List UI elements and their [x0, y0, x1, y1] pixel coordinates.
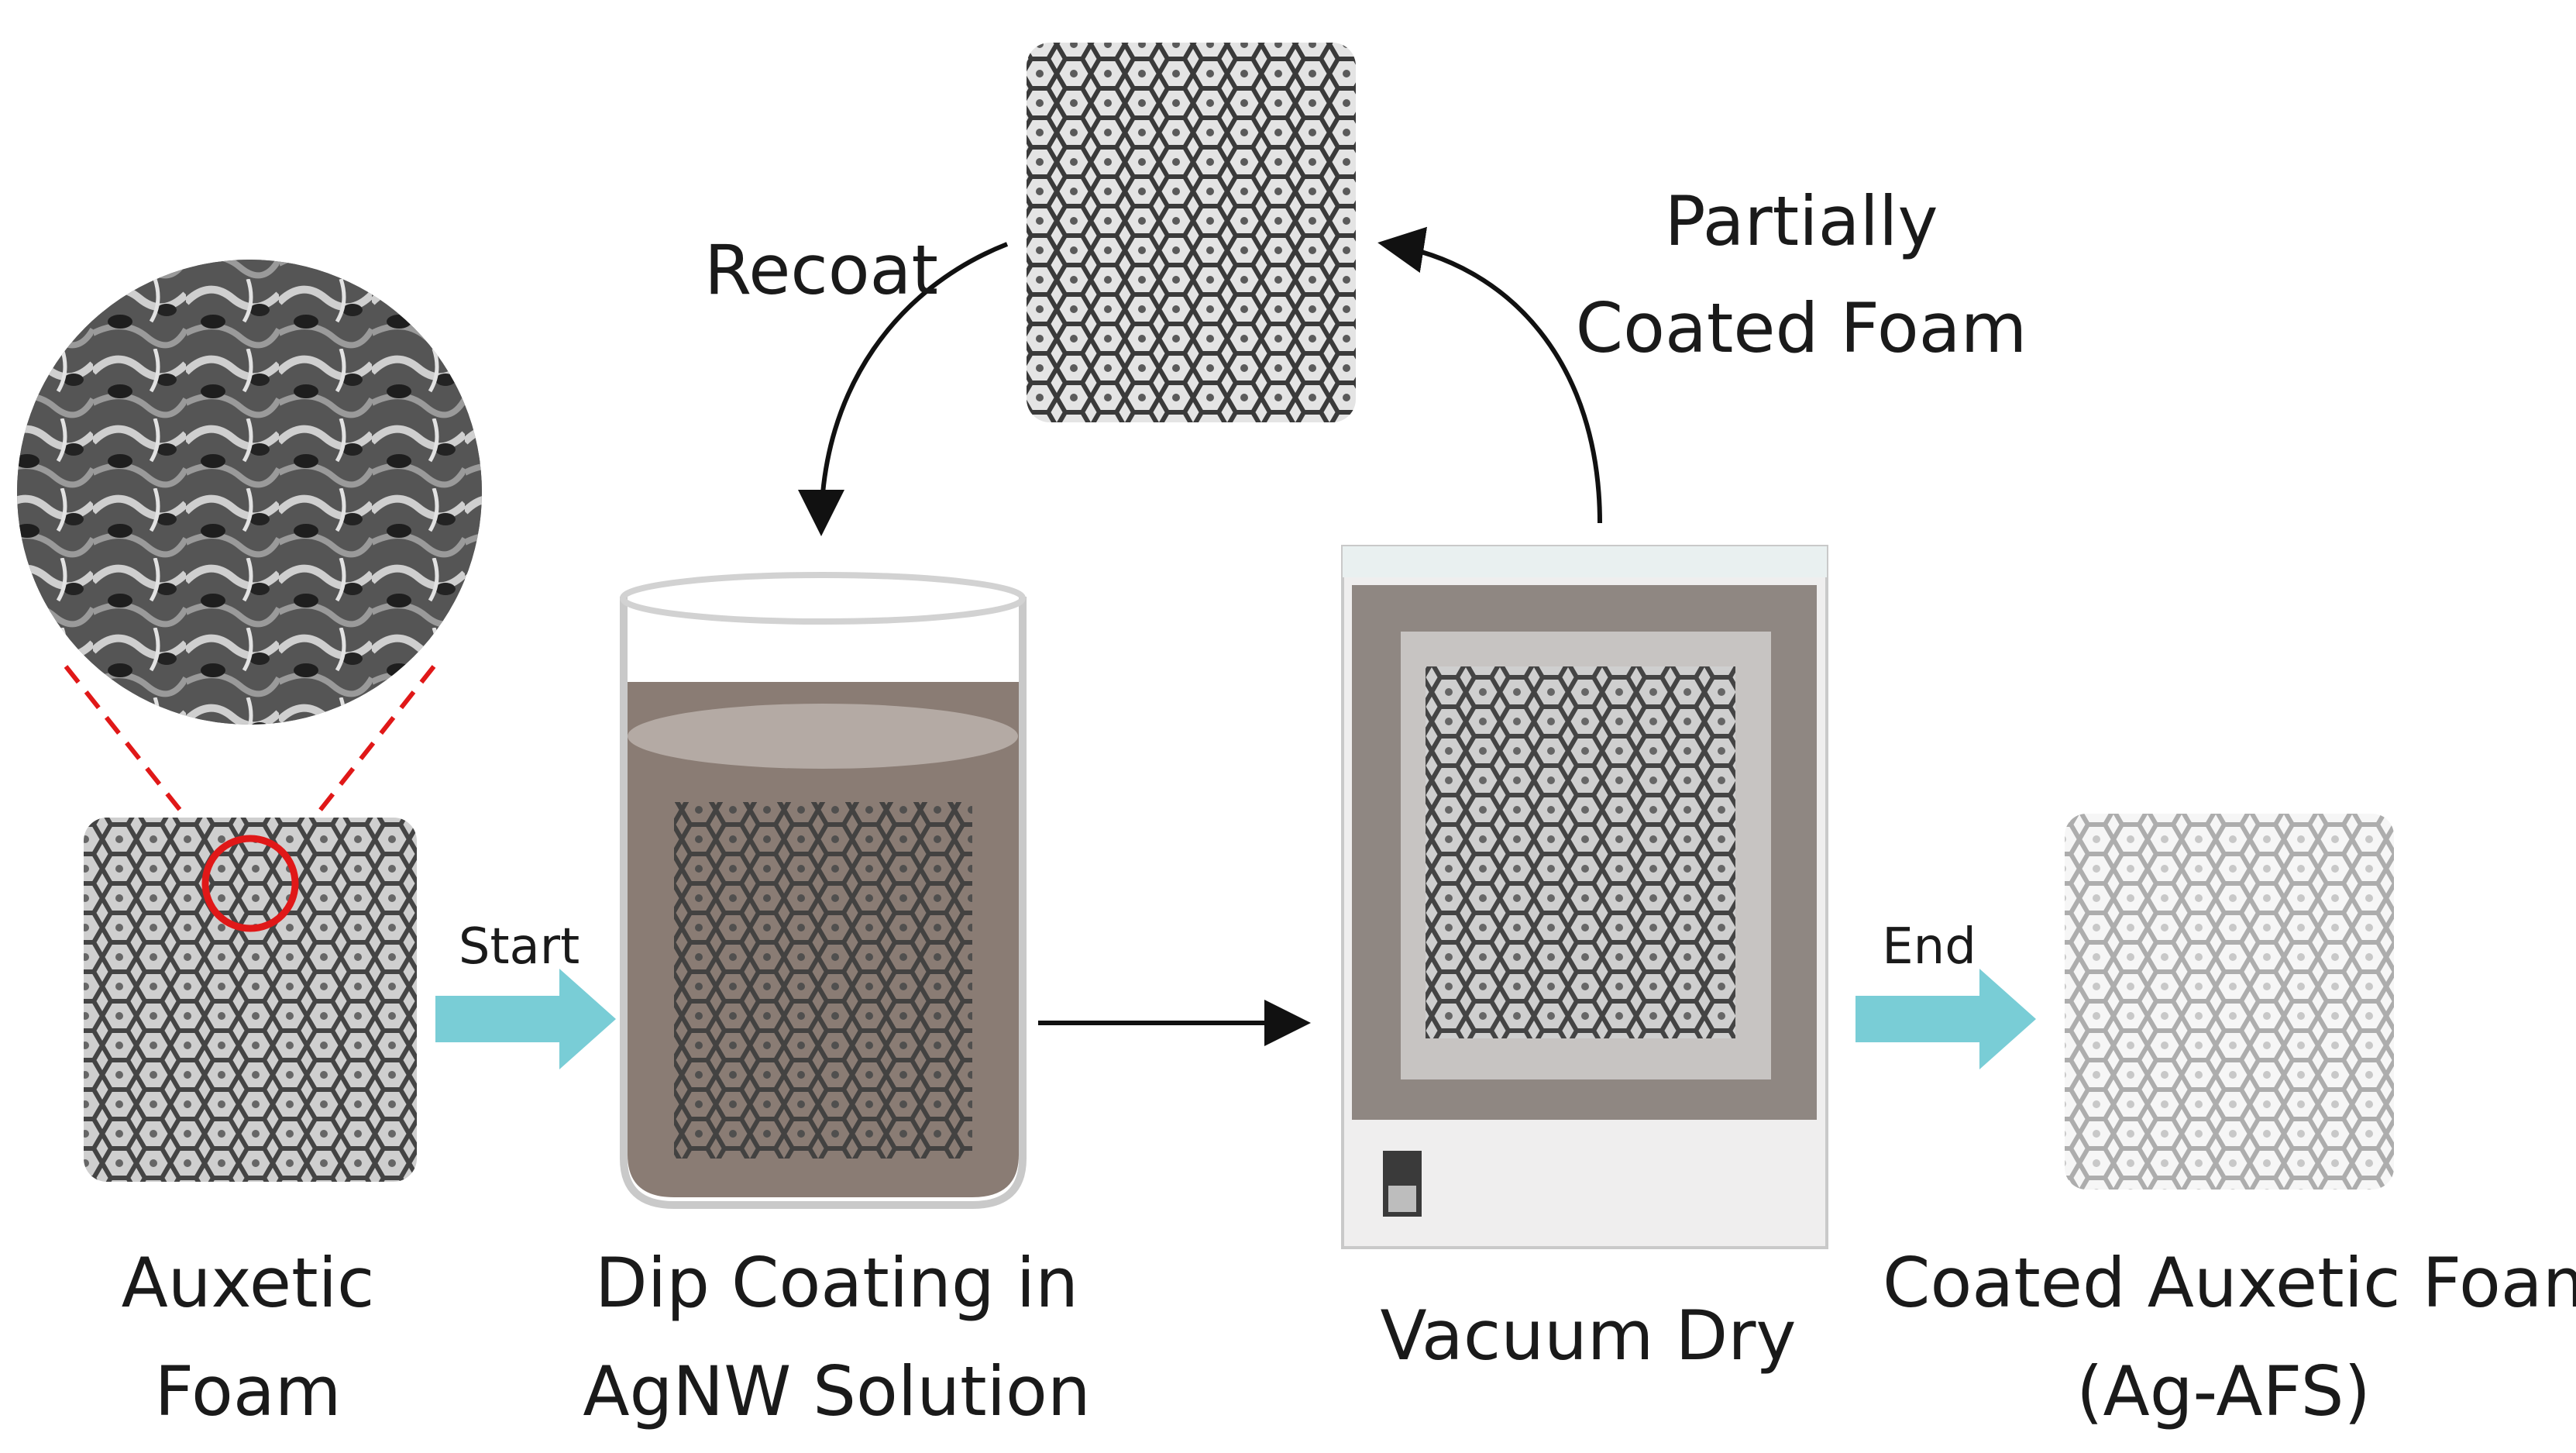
end-arrow	[1855, 969, 2036, 1069]
label-coated-foam-line2: (Ag-AFS)	[2076, 1351, 2371, 1431]
label-dip-coating-line1: Dip Coating in	[594, 1243, 1079, 1323]
label-coated-foam-line1: Coated Auxetic Foam	[1883, 1243, 2576, 1323]
label-end: End	[1882, 918, 1976, 976]
label-start: Start	[458, 918, 580, 976]
sem-micrograph	[17, 260, 482, 725]
start-arrow	[435, 969, 616, 1069]
zoom-line-left	[64, 665, 210, 846]
label-partially-coated-line2: Coated Foam	[1575, 288, 2027, 368]
coated-foam-cube	[2065, 814, 2394, 1190]
recoat-arrow-down	[798, 242, 1009, 536]
label-auxetic-foam-line2: Foam	[154, 1351, 342, 1431]
vacuum-oven	[1341, 545, 1828, 1249]
label-dip-coating-line2: AgNW Solution	[583, 1351, 1091, 1431]
beaker	[620, 572, 1027, 1209]
label-vacuum-dry: Vacuum Dry	[1380, 1296, 1797, 1376]
label-recoat: Recoat	[704, 230, 938, 310]
partially-coated-foam-cube	[1027, 43, 1356, 422]
highlight-circle	[201, 835, 299, 932]
auxetic-foam-cube	[84, 818, 417, 1182]
label-partially-coated-line1: Partially	[1664, 181, 1938, 261]
label-auxetic-foam-line1: Auxetic	[121, 1243, 375, 1323]
recycle-arrow-up	[1377, 226, 1602, 524]
zoom-line-right	[291, 665, 436, 846]
